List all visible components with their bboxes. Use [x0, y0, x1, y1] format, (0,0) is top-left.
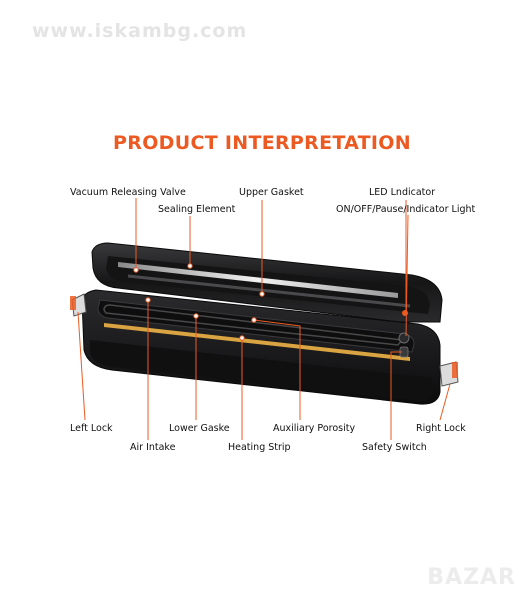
- upper-gasket-strip: [127, 274, 411, 308]
- watermark-text: www.iskambg.com: [32, 20, 248, 42]
- device-front-face: [90, 340, 432, 402]
- diagram-title: PRODUCT INTERPRETATION: [113, 132, 411, 154]
- label-sealing-element: Sealing Element: [158, 204, 236, 215]
- label-left-lock: Left Lock: [70, 423, 113, 434]
- label-on-off-pause: ON/OFF/Pause/Indicator Light: [336, 204, 476, 215]
- label-lower-gasket: Lower Gaske: [169, 423, 230, 434]
- sealing-element-strip: [118, 262, 398, 298]
- label-air-intake: Air Intake: [130, 442, 176, 453]
- heating-strip-line: [104, 323, 410, 361]
- led-indicator-dot: [402, 310, 408, 316]
- label-safety-switch: Safety Switch: [362, 442, 427, 453]
- lower-gasket-strip: [103, 304, 404, 346]
- label-vacuum-releasing-valve: Vacuum Releasing Valve: [70, 187, 186, 198]
- label-right-lock: Right Lock: [416, 423, 466, 434]
- label-auxiliary-porosity: Auxiliary Porosity: [273, 423, 356, 434]
- label-heating-strip: Heating Strip: [228, 442, 291, 453]
- bazar-logo: BAZAR: [427, 565, 516, 590]
- label-upper-gasket: Upper Gasket: [239, 187, 304, 198]
- label-led-indicator: LED Lndicator: [369, 187, 436, 198]
- on-off-button: [398, 332, 410, 344]
